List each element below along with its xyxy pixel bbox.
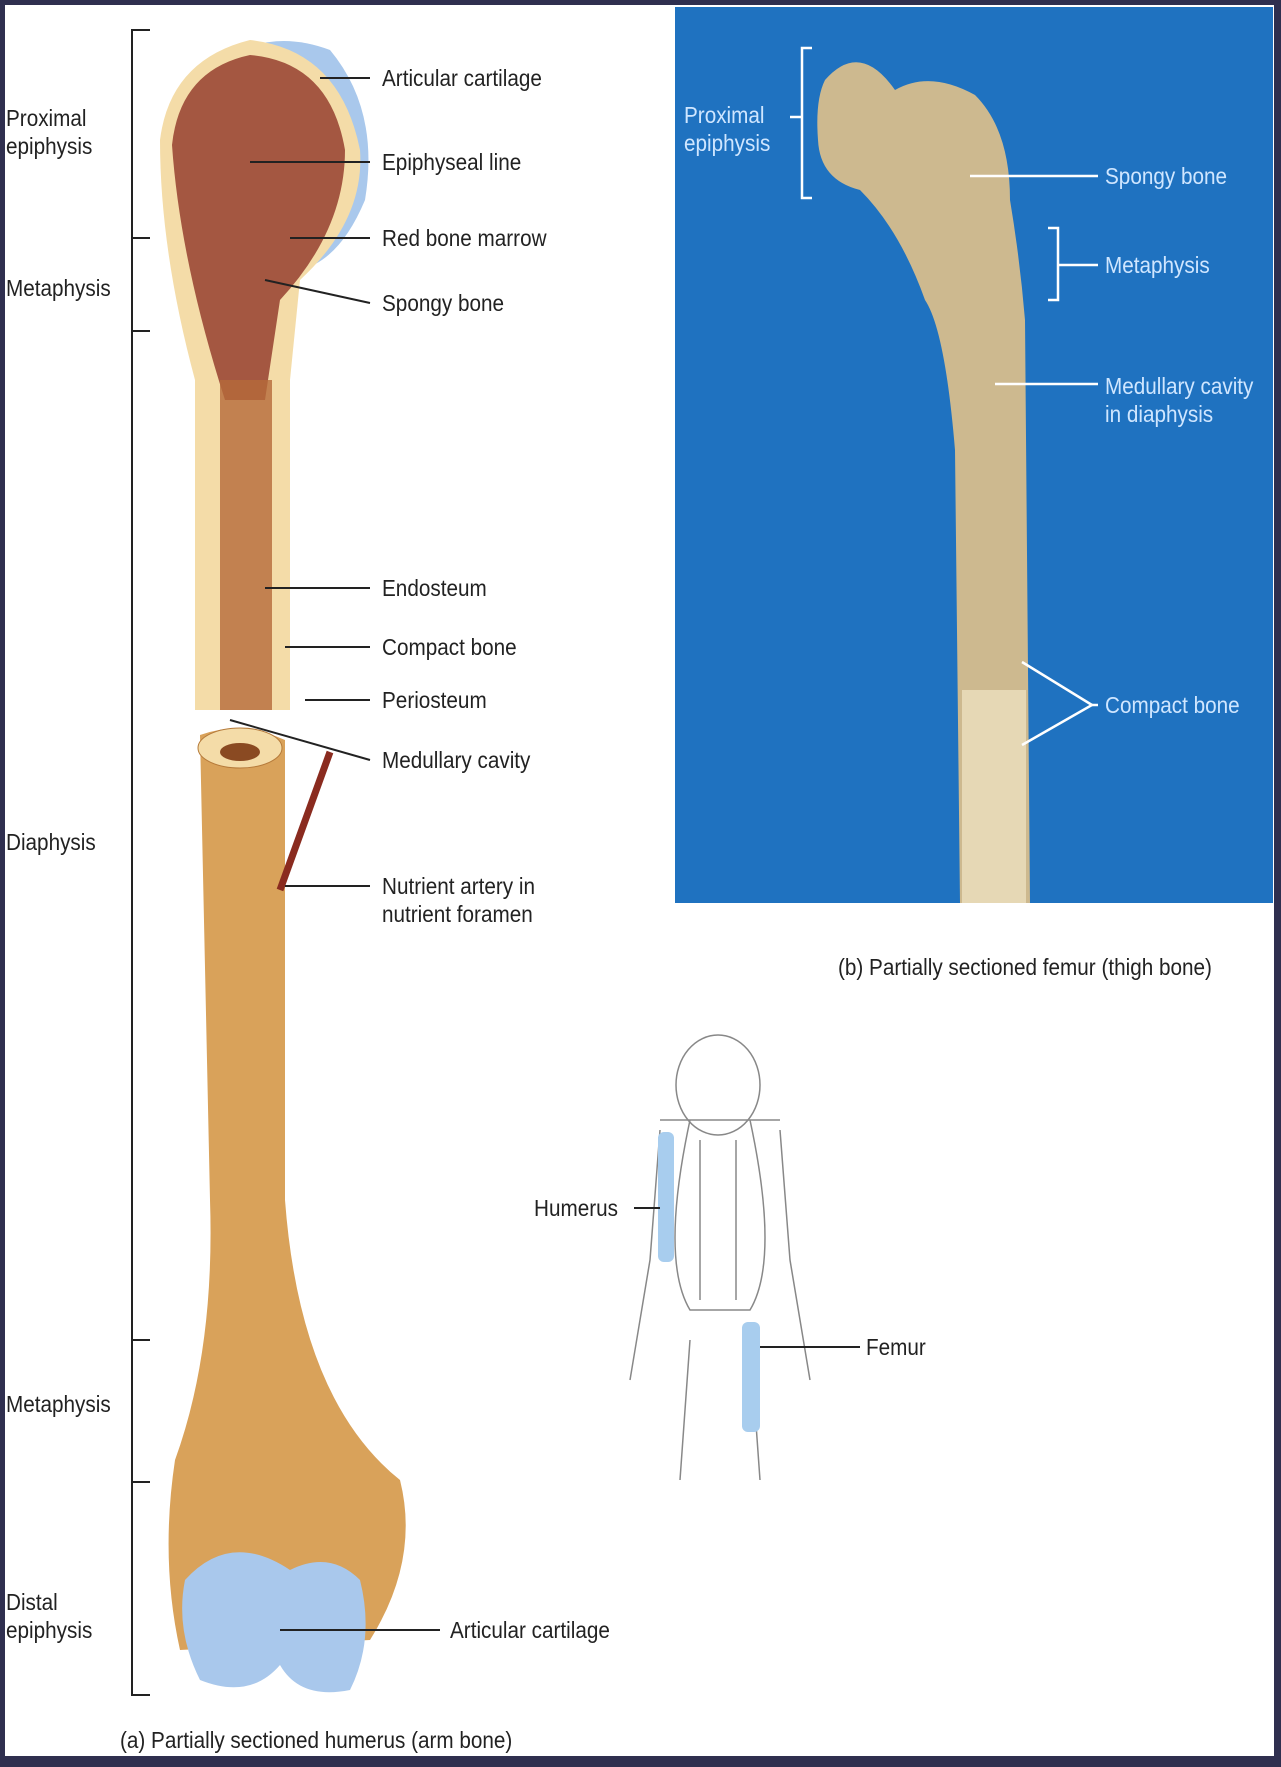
label-endosteum: Endosteum <box>382 575 487 601</box>
articular-cartilage-bottom <box>182 1552 366 1693</box>
cross-section-cavity <box>220 743 260 761</box>
label-epiphyseal-line: Epiphyseal line <box>382 149 522 175</box>
skeleton-illustration <box>629 1034 811 1481</box>
femur-compact-bone <box>962 690 1026 903</box>
label-skeleton-humerus: Humerus <box>534 1195 618 1221</box>
label-spongy-bone: Spongy bone <box>382 290 505 316</box>
caption-humerus: (a) Partially sectioned humerus (arm bon… <box>120 1727 513 1753</box>
label-metaphysis-top: Metaphysis <box>6 275 111 301</box>
label-articular-cartilage-top: Articular cartilage <box>382 65 542 91</box>
humerus-highlight <box>658 1132 674 1262</box>
label-skeleton-femur: Femur <box>866 1334 926 1360</box>
nutrient-artery <box>276 750 334 892</box>
text: Nutrient artery in <box>382 873 536 899</box>
spongy-bone <box>172 55 345 400</box>
label-compact-bone: Compact bone <box>382 634 517 660</box>
label-red-bone-marrow: Red bone marrow <box>382 225 547 251</box>
label-articular-cartilage-bottom: Articular cartilage <box>450 1617 610 1643</box>
label-diaphysis: Diaphysis <box>6 829 96 855</box>
label-femur-compact-bone: Compact bone <box>1105 692 1240 718</box>
text: Distal <box>6 1589 58 1615</box>
text: Proximal <box>6 105 87 131</box>
text: epiphysis <box>6 1617 93 1643</box>
text: nutrient foramen <box>382 901 533 927</box>
text: epiphysis <box>684 130 771 156</box>
label-femur-metaphysis: Metaphysis <box>1105 252 1210 278</box>
humerus-shaft <box>168 728 406 1650</box>
text: epiphysis <box>6 133 93 159</box>
text: in diaphysis <box>1105 401 1214 427</box>
caption-femur: (b) Partially sectioned femur (thigh bon… <box>838 954 1212 980</box>
label-periosteum: Periosteum <box>382 687 487 713</box>
label-femur-spongy-bone: Spongy bone <box>1105 163 1228 189</box>
text: Proximal <box>684 102 765 128</box>
label-medullary-cavity: Medullary cavity <box>382 747 531 773</box>
medullary-cavity <box>220 380 272 710</box>
text: Medullary cavity <box>1105 373 1254 399</box>
femur-highlight <box>742 1322 760 1432</box>
label-metaphysis-bottom: Metaphysis <box>6 1391 111 1417</box>
